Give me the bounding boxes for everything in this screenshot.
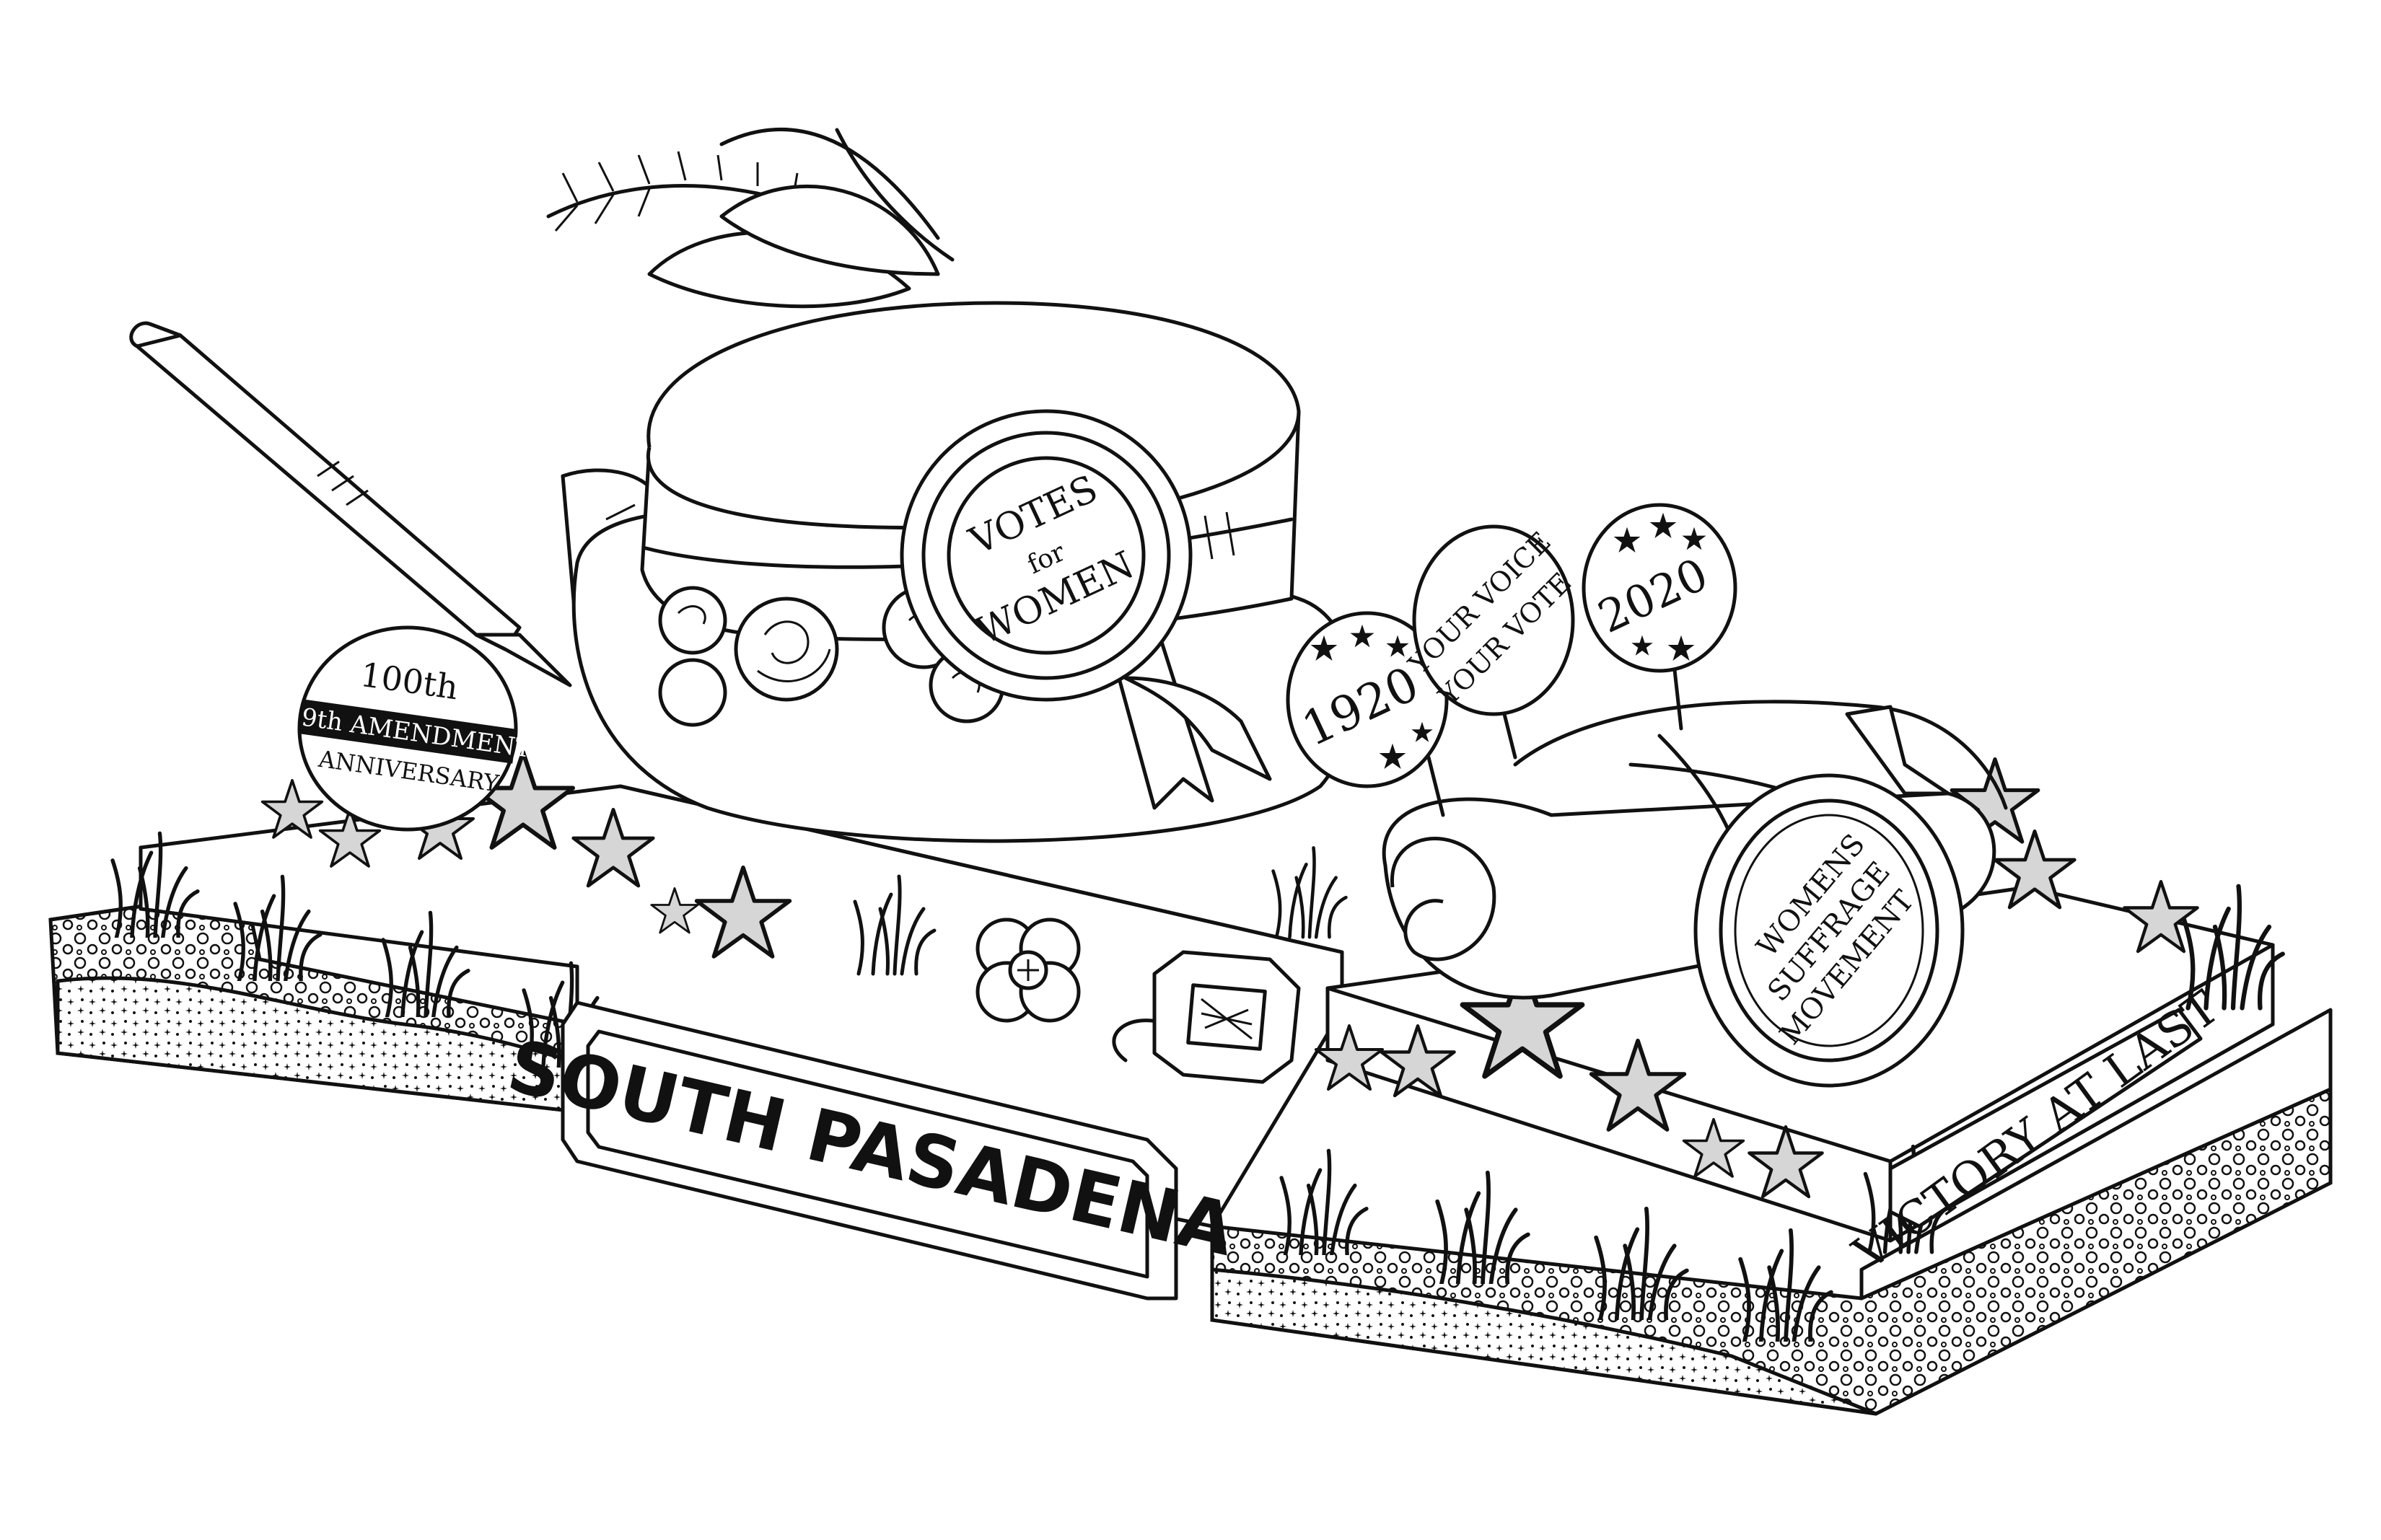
clover-brooch-icon <box>975 918 1081 1023</box>
anniversary-badge: 100th 19th AMENDMENT ANNIVERSARY <box>284 625 533 832</box>
ring-icon <box>1112 950 1301 1084</box>
your-voice-badge: YOUR VOICE YOUR VOTE <box>1402 524 1577 760</box>
grass-icon <box>1273 848 1346 937</box>
feather-icon <box>546 128 955 309</box>
suffrage-medallion: WOMENS SUFFRAGE MOVEMENT <box>1693 773 1965 1088</box>
badge-2020: 2020 <box>1582 503 1737 731</box>
votes-for-women-badge: VOTES for WOMEN <box>900 409 1193 702</box>
badge-1920: 1920 <box>1286 611 1449 817</box>
